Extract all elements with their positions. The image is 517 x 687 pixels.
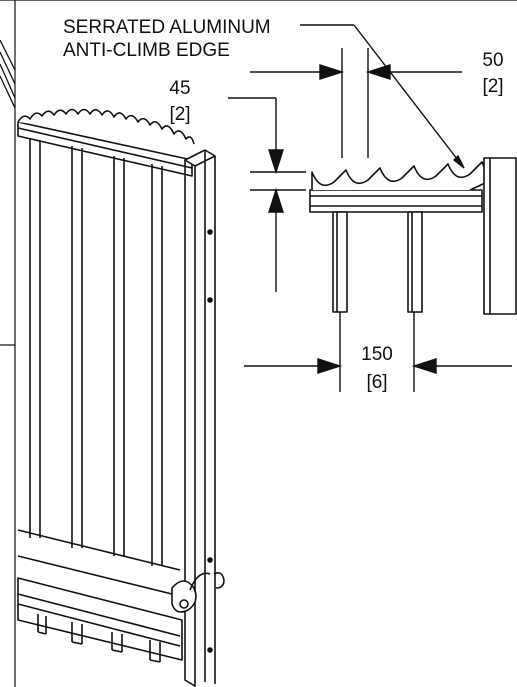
dimension-50	[250, 48, 462, 158]
callout-leader	[300, 24, 465, 169]
dim-50-imperial: [2]	[482, 76, 503, 97]
edge-post-fragment	[0, 39, 16, 109]
dim-150-imperial: [6]	[366, 372, 387, 393]
dim-45-metric: 45	[169, 78, 190, 99]
dimension-150	[244, 312, 512, 392]
dim-45-imperial: [2]	[169, 104, 190, 125]
dim-50-metric: 50	[482, 50, 503, 71]
callout-line-1: SERRATED ALUMINUM	[63, 17, 271, 38]
callout-line-2: ANTI-CLIMB EDGE	[63, 40, 230, 61]
dim-150-metric: 150	[361, 344, 393, 365]
gate-perspective	[17, 108, 225, 687]
dimension-45	[228, 97, 306, 292]
section-detail	[309, 157, 517, 315]
